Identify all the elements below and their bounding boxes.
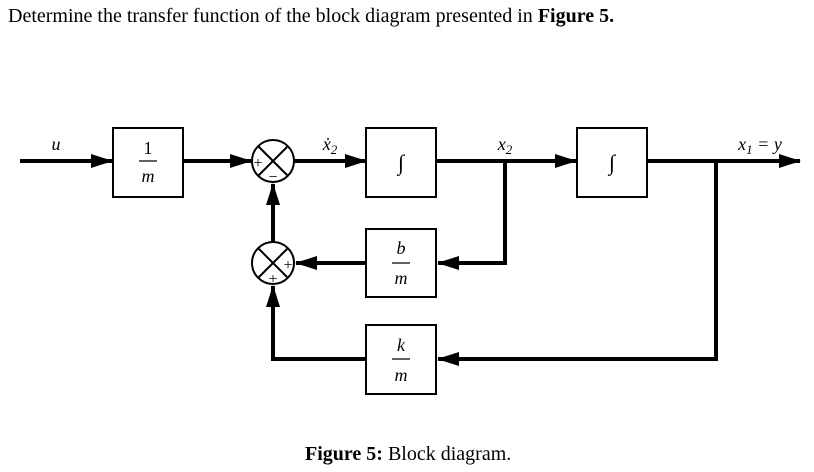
summing-junction-2: + + (251, 241, 295, 288)
caption-text: Block diagram. (382, 443, 512, 465)
integrator2-symbol: ∫ (607, 150, 617, 176)
spring-block-numerator: k (397, 335, 406, 355)
sum1-plus-sign: + (253, 155, 262, 172)
gain-block-denominator: m (142, 166, 155, 186)
spring-block-denominator: m (395, 365, 408, 385)
question-body: Determine the transfer function of the b… (8, 5, 538, 27)
figure-caption: Figure 5: Block diagram. (305, 440, 511, 468)
x2-label: x2 (497, 134, 513, 157)
x2dot-label: ẋ2 (322, 134, 338, 157)
sum1-minus-sign: − (268, 169, 277, 186)
x2-feedback-path (437, 161, 507, 270)
sum2-plus-bottom: + (268, 271, 277, 288)
damping-block-denominator: m (395, 268, 408, 288)
output-feedback-path (437, 161, 718, 366)
sum2-plus-right: + (283, 257, 292, 274)
summing-junction-1: + − (251, 139, 295, 186)
integrator1-symbol: ∫ (396, 150, 406, 176)
spring-to-sum2-path (266, 285, 366, 361)
damping-block-numerator: b (397, 238, 406, 258)
damping-block-b-over-m: b m (365, 228, 437, 298)
caption-label: Figure 5: (305, 443, 383, 465)
question-text: Determine the transfer function of the b… (8, 2, 614, 30)
spring-block-k-over-m: k m (365, 324, 437, 395)
integrator-block-2: ∫ (576, 127, 648, 198)
gain-block-1-over-m: 1 m (112, 127, 184, 198)
integrator-block-1: ∫ (365, 127, 437, 198)
input-label: u (52, 134, 61, 154)
output-label: x1 = y (737, 134, 782, 157)
gain-block-numerator: 1 (144, 138, 153, 158)
question-figure-ref: Figure 5. (537, 5, 615, 27)
